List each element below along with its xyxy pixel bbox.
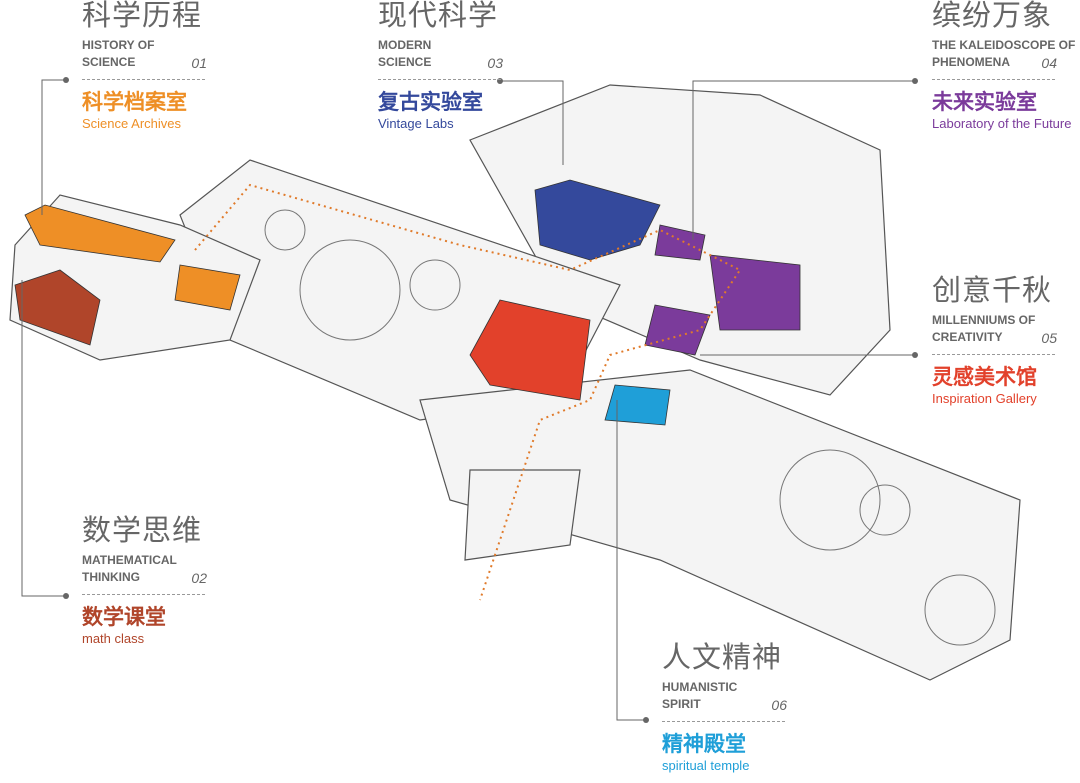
section-title-cn: 科学历程 [82, 0, 203, 32]
room-name-en: math class [82, 631, 145, 646]
leader-01 [41, 79, 66, 215]
section-title-cn: 缤纷万象 [932, 0, 1053, 32]
divider [662, 721, 785, 722]
leader-06 [616, 400, 646, 721]
section-title-en: MATHEMATICAL THINKING [82, 553, 177, 584]
math-class-room [14, 269, 101, 346]
room-name-en: Science Archives [82, 116, 181, 131]
section-number: 06 [771, 697, 787, 713]
section-title-en: MILLENNIUMS OF CREATIVITY [932, 313, 1036, 344]
leader-02 [21, 280, 66, 597]
leader-04 [692, 80, 915, 240]
section-title-en: MODERN SCIENCE [378, 38, 432, 69]
room-name-cn: 数学课堂 [82, 606, 166, 629]
section-01-label: 科学历程 HISTORY OF SCIENCE 01 科学档案室 Science … [82, 0, 207, 131]
room-name-cn: 精神殿堂 [662, 733, 746, 756]
vintage-labs-room [534, 179, 661, 261]
divider [932, 354, 1055, 355]
section-number: 04 [1041, 55, 1057, 71]
leader-03 [500, 80, 564, 165]
room-name-cn: 灵感美术馆 [932, 366, 1037, 389]
room-name-cn: 未来实验室 [932, 91, 1037, 114]
room-name-en: Inspiration Gallery [932, 391, 1037, 406]
section-03-label: 现代科学 MODERN SCIENCE 03 复古实验室 Vintage Labs [378, 0, 503, 131]
section-title-en: THE KALEIDOSCOPE OF PHENOMENA [932, 38, 1076, 69]
room-name-cn: 科学档案室 [82, 91, 187, 114]
section-number: 02 [191, 570, 207, 586]
room-name-en: Laboratory of the Future [932, 116, 1072, 131]
room-name-en: spiritual temple [662, 758, 750, 773]
section-title-cn: 现代科学 [378, 0, 499, 32]
divider [82, 594, 205, 595]
section-06-label: 人文精神 HUMANISTIC SPIRIT 06 精神殿堂 spiritual … [662, 642, 787, 773]
section-number: 03 [487, 55, 503, 71]
section-02-label: 数学思维 MATHEMATICAL THINKING 02 数学课堂 math c… [82, 515, 207, 646]
section-title-cn: 人文精神 [662, 642, 783, 674]
divider [378, 79, 501, 80]
divider [82, 79, 205, 80]
room-name-en: Vintage Labs [378, 116, 454, 131]
section-number: 05 [1041, 330, 1057, 346]
section-number: 01 [191, 55, 207, 71]
section-title-en: HISTORY OF SCIENCE [82, 38, 155, 69]
spiritual-temple-room [604, 384, 671, 426]
entrance [464, 469, 581, 561]
section-title-en: HUMANISTIC SPIRIT [662, 680, 738, 711]
section-05-label: 创意千秋 MILLENNIUMS OF CREATIVITY 05 灵感美术馆 I… [932, 275, 1057, 406]
inspiration-gallery-room [469, 299, 591, 401]
section-title-cn: 创意千秋 [932, 275, 1053, 307]
divider [932, 79, 1055, 80]
section-title-cn: 数学思维 [82, 515, 203, 547]
room-name-cn: 复古实验室 [378, 91, 483, 114]
